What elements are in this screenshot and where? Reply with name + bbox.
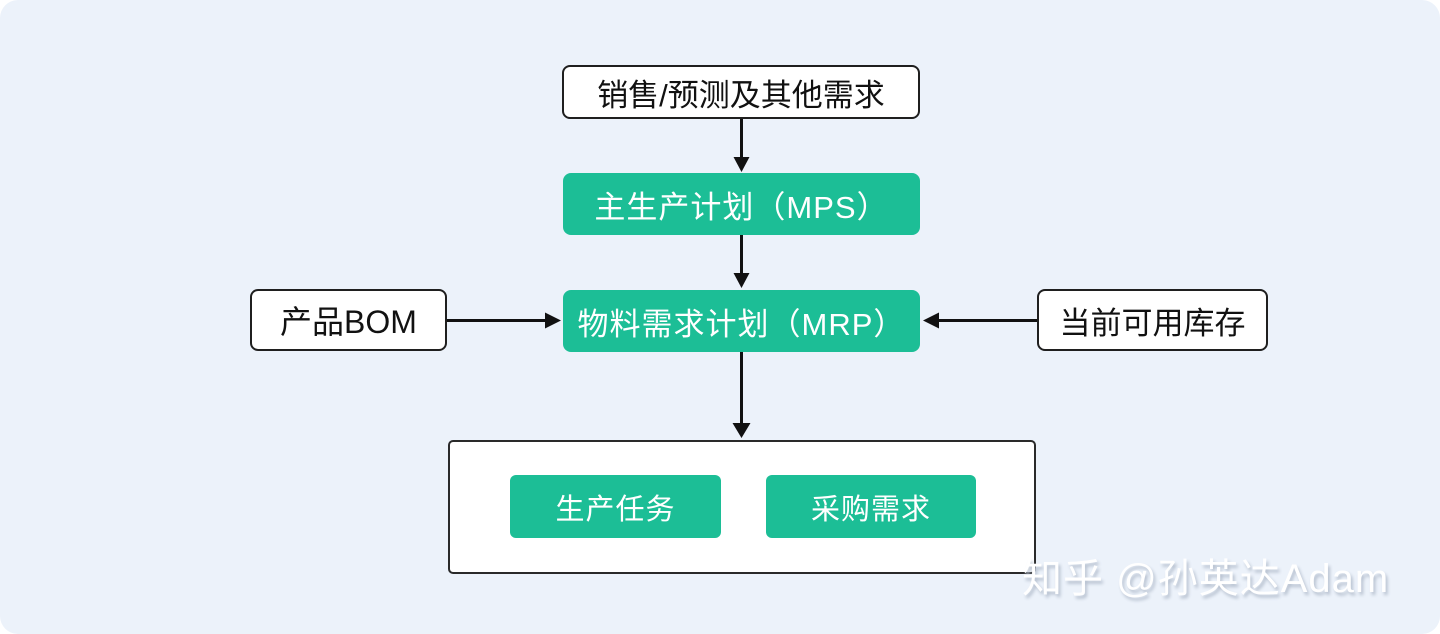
node-sales-forecast-demand-label: 销售/预测及其他需求 [597,77,885,113]
node-master-production-schedule: 主生产计划（MPS） [563,173,920,235]
node-production-task-label: 生产任务 [555,493,676,526]
node-current-available-inventory: 当前可用库存 [1037,289,1268,351]
node-purchase-demand: 采购需求 [766,475,976,538]
node-master-production-schedule-label: 主生产计划（MPS） [594,189,889,225]
node-material-requirements-planning: 物料需求计划（MRP） [563,290,920,352]
node-product-bom: 产品BOM [250,289,447,351]
node-purchase-demand-label: 采购需求 [810,493,931,526]
node-product-bom-label: 产品BOM [280,304,417,340]
node-sales-forecast-demand: 销售/预测及其他需求 [562,65,920,119]
node-material-requirements-planning-label: 物料需求计划（MRP） [577,306,906,342]
zhihu-watermark: 知乎 @孙英达Adam [1022,557,1390,601]
node-current-available-inventory-label: 当前可用库存 [1059,305,1246,341]
node-production-task: 生产任务 [510,475,721,538]
